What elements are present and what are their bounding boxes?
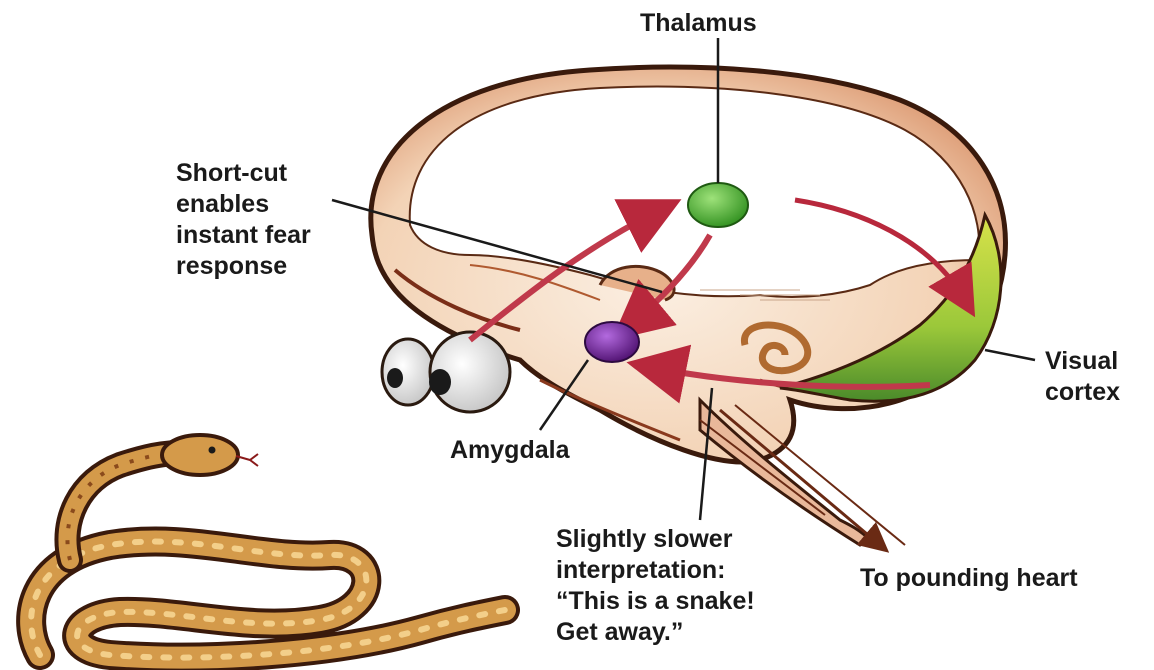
snake-illustration — [31, 435, 505, 658]
thalamus-label: Thalamus — [640, 8, 757, 39]
amygdala-node — [585, 322, 639, 362]
shortcut-label: Short-cut enables instant fear response — [176, 158, 311, 282]
thalamus-node — [688, 183, 748, 227]
eyes — [382, 332, 510, 412]
visual-cortex-label: Visual cortex — [1045, 346, 1120, 408]
amygdala-label: Amygdala — [450, 435, 569, 466]
heart-label: To pounding heart — [860, 563, 1078, 594]
slower-interpretation-label: Slightly slower interpretation: “This is… — [556, 524, 755, 648]
